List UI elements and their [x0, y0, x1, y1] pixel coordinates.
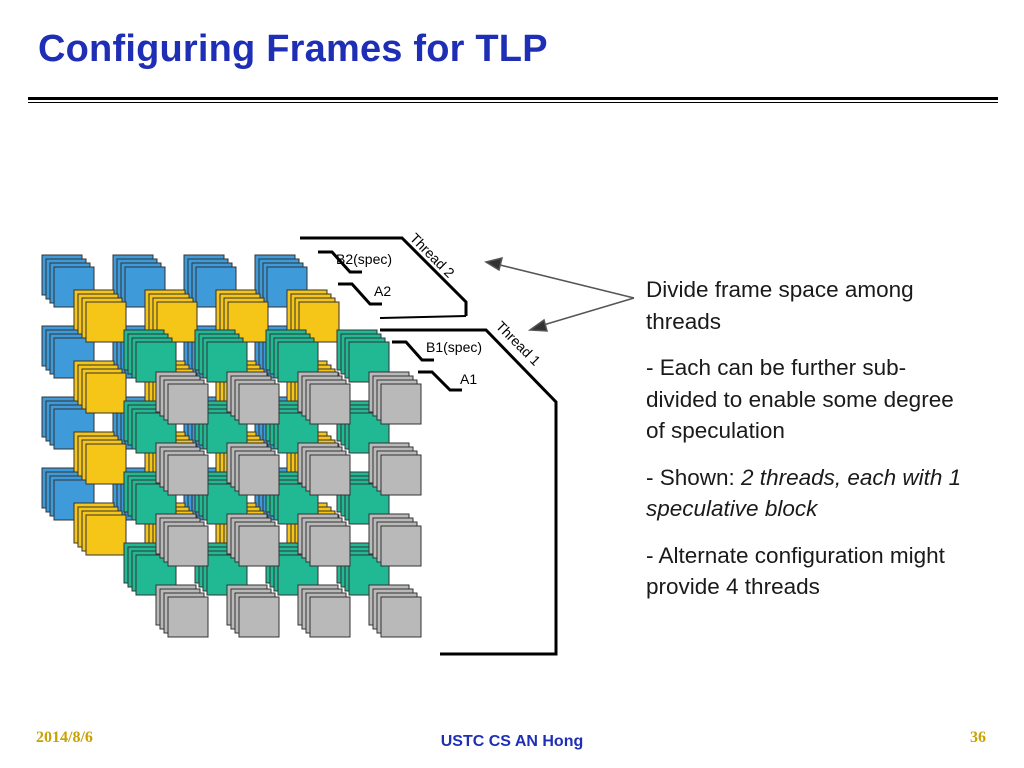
- annotation-shown-prefix: - Shown:: [646, 464, 742, 490]
- label-b1-spec: B1(spec): [426, 339, 482, 355]
- frame-tile-gray: [380, 596, 422, 638]
- frame-tile-gray: [238, 383, 280, 425]
- frame-tile-gray: [309, 383, 351, 425]
- arrows: [484, 256, 635, 332]
- frame-tile-gray: [309, 454, 351, 496]
- label-b2-spec: B2(spec): [336, 251, 392, 267]
- frame-tile-gray: [167, 383, 209, 425]
- b1-bracket: [392, 340, 434, 362]
- thread2-bracket: [300, 236, 468, 316]
- thread-brackets: [300, 236, 558, 656]
- label-a1: A1: [460, 371, 477, 387]
- arrow-head-bottom: [527, 318, 548, 332]
- thread1-bracket: [380, 328, 558, 656]
- frame-tile-yellow: [85, 372, 127, 414]
- annotation-divide: Divide frame space among threads: [646, 277, 914, 334]
- frame-tile-gray: [238, 596, 280, 638]
- annotation-alternate: - Alternate configuration might provide …: [646, 542, 945, 600]
- arrow-head-top: [484, 256, 504, 272]
- footer-date: 2014/8/6: [36, 729, 93, 746]
- frame-tile-gray: [309, 596, 351, 638]
- footer-center: USTC CS AN Hong: [440, 733, 584, 750]
- annotation-shown-italic: 2 threads, each with 1 speculative block: [646, 464, 962, 522]
- frame-tile-gray: [238, 454, 280, 496]
- frame-tile-gray: [167, 525, 209, 567]
- annotation-shown: - Shown: 2 threads, each with 1 speculat…: [646, 462, 976, 525]
- b2-bracket: [318, 250, 362, 274]
- processor-grid: [41, 254, 422, 638]
- title-divider-thick: [28, 97, 998, 100]
- label-thread2: Thread 2: [407, 230, 458, 281]
- frame-tile-yellow: [85, 514, 127, 556]
- title-divider-thin: [28, 102, 998, 103]
- frame-tile-yellow: [85, 301, 127, 343]
- frame-tile-yellow: [85, 443, 127, 485]
- frame-tile-gray: [167, 596, 209, 638]
- frame-tile-gray: [309, 525, 351, 567]
- frame-tile-gray: [167, 454, 209, 496]
- a2-bracket: [338, 282, 382, 306]
- frame-tile-gray: [380, 525, 422, 567]
- frame-tile-gray: [380, 454, 422, 496]
- a1-bracket: [418, 370, 462, 392]
- label-a2: A2: [374, 283, 391, 299]
- slide-title: Configuring Frames for TLP: [38, 28, 548, 70]
- annotation-subdivide: - Each can be further sub-divided to ena…: [646, 355, 954, 443]
- frame-tile-gray: [238, 525, 280, 567]
- footer-page-number: 36: [970, 729, 986, 746]
- annotation-text: Divide frame space among threads - Each …: [646, 274, 976, 618]
- frame-tile-gray: [380, 383, 422, 425]
